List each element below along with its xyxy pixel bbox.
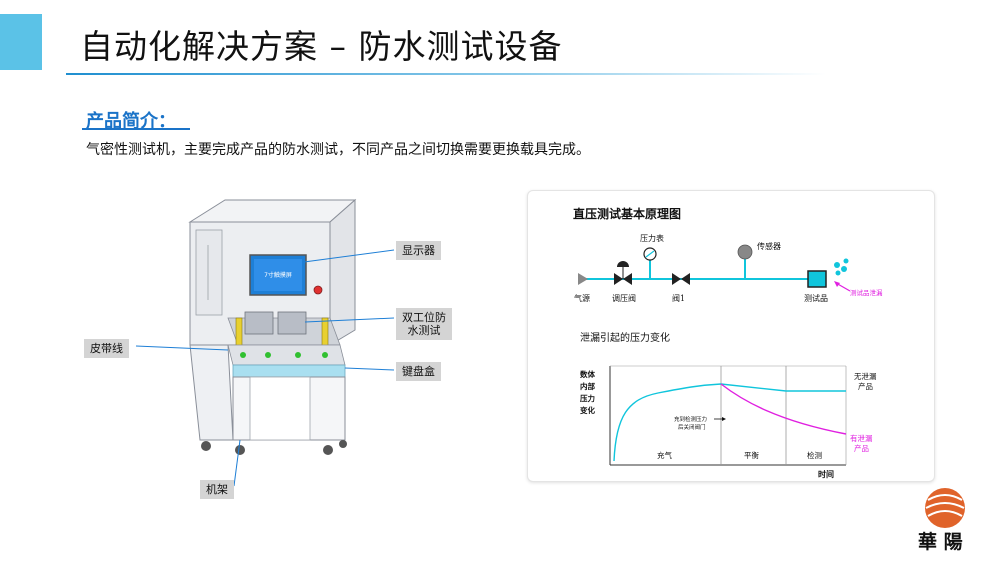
no-leak-label-line2: 产品 [858, 381, 873, 391]
screen-label: 7寸触摸屏 [264, 271, 292, 279]
leak-label-line1: 有泄漏 [850, 433, 873, 443]
product-description: 气密性测试机，主要完成产品的防水测试，不同产品之间切换需要更换载具完成。 [86, 142, 590, 158]
heading-underline [82, 128, 190, 130]
company-logo: 華 陽 [918, 488, 965, 553]
y-label-line3: 压力 [580, 393, 595, 403]
phase-balance: 平衡 [744, 450, 759, 460]
page-title: 自动化解决方案 – 防水测试设备 [80, 27, 563, 66]
label-regulator: 调压阀 [612, 294, 636, 303]
label-test-product: 测试品 [804, 293, 828, 303]
label-air-source: 气源 [574, 293, 590, 303]
label-leak-note: 测试品泄漏 [850, 288, 883, 297]
title-accent-bar [0, 14, 42, 70]
title-divider [66, 73, 826, 75]
callout-dual-station-line2: 水测试 [407, 324, 441, 337]
phase-fill: 充气 [657, 450, 672, 460]
chart-y-label: 数体 内部 压力 变化 [580, 369, 595, 415]
y-label-line4: 变化 [580, 405, 595, 415]
no-leak-label-line1: 无泄漏 [854, 371, 877, 381]
callout-display: 显示器 [396, 241, 441, 260]
leak-label-line2: 产品 [854, 443, 869, 453]
label-valve: 阀1 [672, 294, 685, 303]
phase-detect: 检测 [807, 450, 822, 460]
annotation-line1: 充到检测压力 [674, 415, 707, 423]
sensor-icon [737, 244, 753, 260]
logo-emblem-icon [925, 488, 965, 528]
logo-text: 華 陽 [918, 530, 963, 553]
test-product-icon [807, 270, 827, 288]
principle-panel: 直压测试基本原理图 气源 调压阀 压力表 阀1 传感器 测试品 [527, 190, 935, 482]
callout-dual-station-line1: 双工位防 [402, 311, 446, 324]
annotation-line2: 后关闭阀门 [678, 423, 706, 431]
callout-belt-line: 皮带线 [84, 339, 129, 358]
emergency-stop-icon [313, 285, 323, 295]
no-leak-curve [613, 383, 846, 462]
y-label-line2: 内部 [580, 381, 595, 391]
leak-curve [720, 383, 847, 435]
callout-frame: 机架 [200, 480, 234, 499]
machine-illustration: 7寸触摸屏 [135, 198, 395, 487]
section-heading: 产品简介： [86, 111, 176, 132]
chart-title: 泄漏引起的压力变化 [580, 331, 670, 344]
air-source-icon [578, 273, 588, 285]
keyboard-drawer [232, 364, 346, 378]
diagram-title: 直压测试基本原理图 [573, 206, 681, 221]
y-label-line1: 数体 [580, 369, 595, 379]
callout-keyboard-box: 键盘盒 [396, 362, 441, 381]
label-sensor: 传感器 [757, 241, 781, 251]
label-gauge: 压力表 [640, 233, 664, 243]
callout-dual-station: 双工位防 水测试 [396, 308, 452, 340]
chart-x-label: 时间 [818, 469, 834, 479]
